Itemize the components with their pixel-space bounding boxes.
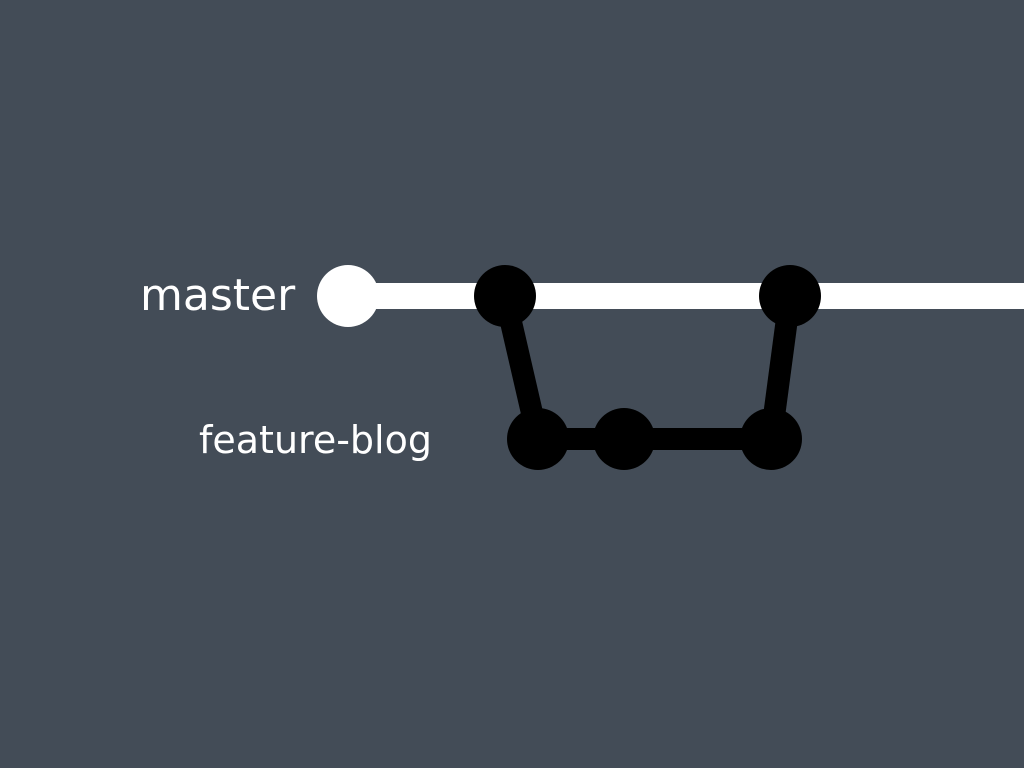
commit-node-m1: [474, 265, 536, 327]
commit-node-m0: [317, 265, 379, 327]
feature-branch-label: feature-blog: [199, 418, 432, 462]
commit-node-f2: [593, 408, 655, 470]
commit-nodes: [317, 265, 821, 470]
commit-node-f3: [740, 408, 802, 470]
master-branch-label: master: [140, 270, 296, 321]
commit-node-m2: [759, 265, 821, 327]
commit-node-f1: [507, 408, 569, 470]
